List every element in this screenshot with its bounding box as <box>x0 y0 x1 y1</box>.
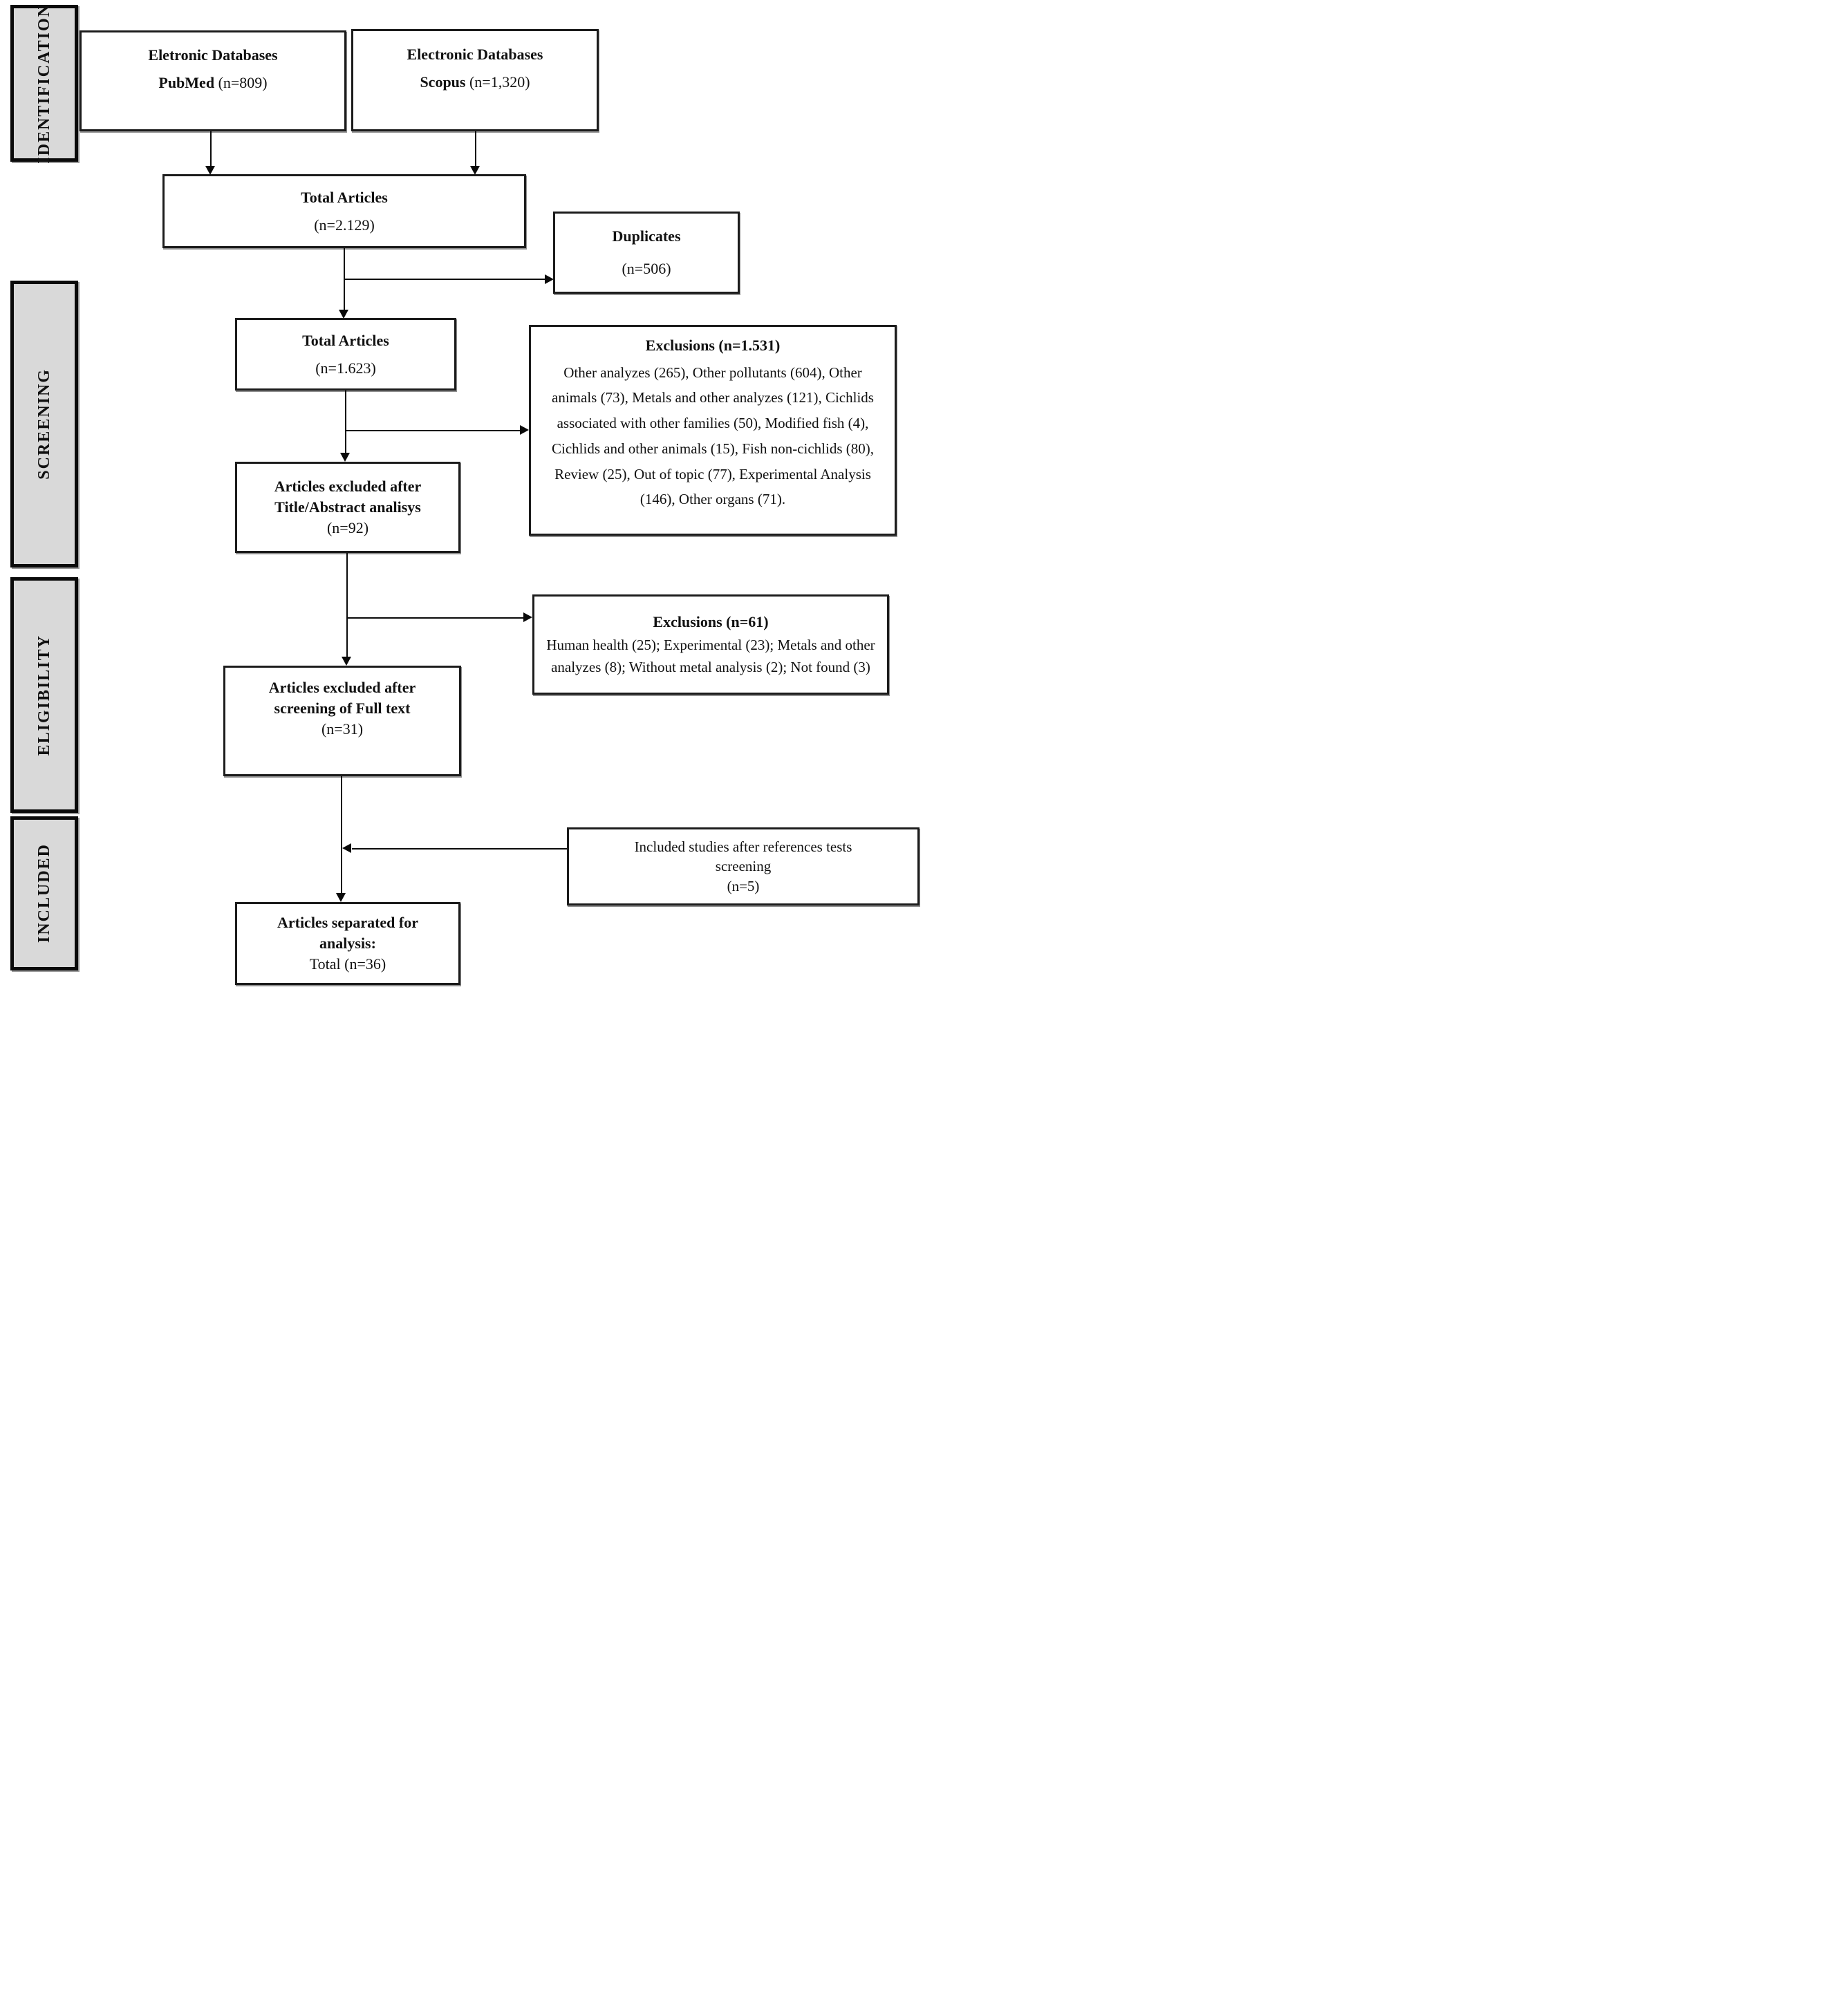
excluded-title-abstract-count: (n=92) <box>326 518 369 536</box>
box-scopus: Electronic Databases Scopus (n=1,320) <box>351 29 599 131</box>
excluded-full-text-line1: Articles excluded after <box>268 679 416 697</box>
arrow-total2-to-title-abstract <box>340 453 350 462</box>
stage-screening-label: SCREENING <box>35 368 53 480</box>
pubmed-name: PubMed <box>158 74 215 91</box>
stage-screening: SCREENING <box>10 281 78 567</box>
pubmed-count: (n=809) <box>214 74 268 91</box>
arrow-included-references-to-flow <box>342 843 351 853</box>
arrow-branch-duplicates <box>545 274 554 284</box>
box-exclusions-screening: Exclusions (n=1.531) Other analyzes (265… <box>529 325 897 536</box>
included-references-line1: Included studies after references tests <box>634 838 852 855</box>
final-count: Total (n=36) <box>309 955 386 973</box>
excluded-title-abstract-line2: Title/Abstract analisys <box>274 498 421 516</box>
exclusions-screening-body: Other analyzes (265), Other pollutants (… <box>551 364 874 508</box>
box-pubmed: Eletronic Databases PubMed (n=809) <box>80 30 346 131</box>
line-pubmed-to-total <box>210 131 212 166</box>
scopus-title: Electronic Databases <box>407 46 543 64</box>
box-total-articles-1: Total Articles (n=2.129) <box>162 174 526 248</box>
box-included-references: Included studies after references tests … <box>567 827 920 905</box>
stage-included: INCLUDED <box>10 816 78 970</box>
stage-identification: IDENTIFICATION <box>10 3 78 164</box>
pubmed-count-line: PubMed (n=809) <box>158 73 267 93</box>
scopus-name: Scopus <box>420 73 466 91</box>
arrow-full-text-to-final <box>336 893 346 902</box>
total-articles-1-title: Total Articles <box>301 188 388 206</box>
arrow-branch-exclusions-screening <box>520 425 529 435</box>
included-references-count: (n=5) <box>727 877 760 894</box>
excluded-title-abstract-line1: Articles excluded after <box>274 478 422 496</box>
line-total2-to-title-abstract <box>345 391 346 453</box>
exclusions-eligibility-title: Exclusions (n=61) <box>653 613 769 631</box>
final-line1: Articles separated for <box>277 914 419 932</box>
arrow-branch-exclusions-eligibility <box>523 612 532 622</box>
line-title-abstract-to-full-text <box>346 553 348 657</box>
stage-eligibility-label: ELIGIBILITY <box>35 634 53 756</box>
included-references-line2: screening <box>715 858 772 875</box>
excluded-full-text-count: (n=31) <box>321 720 364 738</box>
line-scopus-to-total <box>475 131 476 166</box>
arrow-scopus-to-total <box>470 166 480 175</box>
total-articles-2-count: (n=1.623) <box>315 359 376 377</box>
duplicates-title: Duplicates <box>612 227 681 245</box>
exclusions-eligibility-body: Human health (25); Experimental (23); Me… <box>546 636 875 676</box>
box-excluded-full-text: Articles excluded after screening of Ful… <box>223 666 461 776</box>
box-duplicates: Duplicates (n=506) <box>553 212 740 294</box>
duplicates-count: (n=506) <box>622 260 671 277</box>
exclusions-screening-title: Exclusions (n=1.531) <box>645 337 781 354</box>
box-total-articles-2: Total Articles (n=1.623) <box>235 318 456 391</box>
scopus-count-line: Scopus (n=1,320) <box>420 72 530 93</box>
line-full-text-to-final <box>341 776 342 894</box>
box-exclusions-eligibility: Exclusions (n=61) Human health (25); Exp… <box>532 594 889 695</box>
box-excluded-title-abstract: Articles excluded after Title/Abstract a… <box>235 462 460 553</box>
line-included-references-to-flow <box>352 848 567 850</box>
stage-included-label: INCLUDED <box>35 843 53 944</box>
prisma-flow-diagram: IDENTIFICATION SCREENING ELIGIBILITY INC… <box>0 0 924 1000</box>
arrow-title-abstract-to-full-text <box>342 657 351 666</box>
stage-eligibility: ELIGIBILITY <box>10 577 78 813</box>
line-branch-duplicates <box>344 279 545 280</box>
final-line2: analysis: <box>319 935 376 952</box>
scopus-count: (n=1,320) <box>465 73 530 91</box>
line-branch-exclusions-screening <box>345 430 521 431</box>
line-branch-exclusions-eligibility <box>346 617 524 619</box>
total-articles-1-count: (n=2.129) <box>314 216 375 234</box>
pubmed-title: Eletronic Databases <box>148 46 278 64</box>
arrow-pubmed-to-total <box>205 166 215 175</box>
stage-identification-label: IDENTIFICATION <box>35 3 53 164</box>
box-final: Articles separated for analysis: Total (… <box>235 902 460 985</box>
total-articles-2-title: Total Articles <box>302 331 389 349</box>
arrow-total1-to-total2 <box>339 310 348 319</box>
excluded-full-text-line2: screening of Full text <box>274 700 411 717</box>
